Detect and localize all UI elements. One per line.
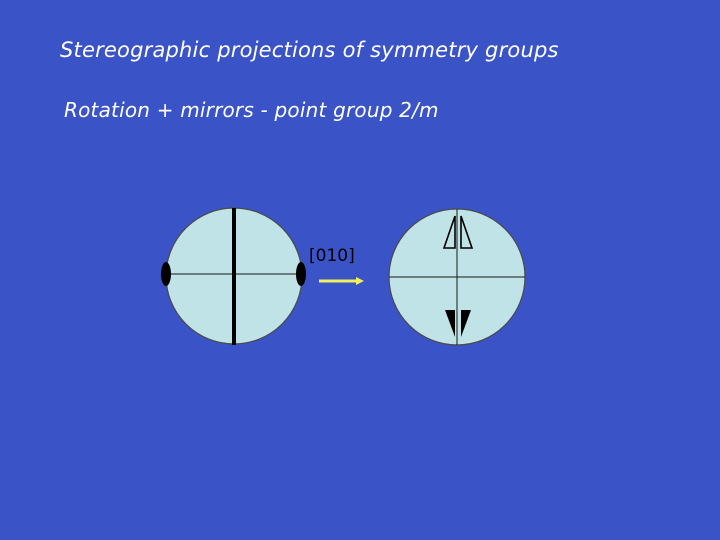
slide-title: Stereographic projections of symmetry gr… bbox=[60, 38, 559, 62]
right-projection bbox=[388, 208, 526, 346]
direction-arrow-head bbox=[356, 277, 364, 285]
open-triangle-left-icon bbox=[442, 215, 456, 249]
filled-triangle-right-icon bbox=[461, 310, 471, 337]
direction-label: [010] bbox=[309, 246, 355, 266]
left-twofold-axis-marker bbox=[161, 262, 171, 286]
left-projection bbox=[161, 207, 306, 345]
filled-triangle-left-icon bbox=[445, 310, 455, 337]
slide-subtitle: Rotation + mirrors - point group 2/m bbox=[64, 98, 439, 122]
open-triangle-right-icon bbox=[460, 215, 474, 249]
right-twofold-axis-marker bbox=[296, 262, 306, 286]
direction-arrow bbox=[319, 277, 364, 285]
